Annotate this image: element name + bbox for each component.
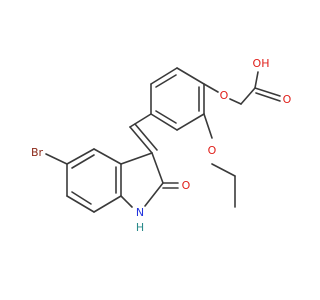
bond — [144, 182, 164, 207]
molecule-canvas: Br O N H O O O OH — [30, 57, 292, 234]
bond — [120, 195, 133, 208]
bond — [254, 71, 259, 89]
atom-label-ethoxy-oxygen: O — [208, 144, 217, 157]
bond — [176, 113, 205, 131]
bond — [66, 148, 95, 165]
bond — [66, 195, 95, 213]
atom-label-carbonyl-oxygen: O — [182, 179, 191, 192]
bond — [93, 195, 122, 213]
atom-label-bromine: Br — [31, 146, 44, 159]
atom-label-nitrogen-hydrogen: H — [136, 221, 144, 234]
bond — [129, 126, 153, 154]
atom-label-ether-oxygen: O — [220, 89, 229, 102]
structure-diagram: Br O N H O O O OH — [31, 57, 292, 234]
bond — [45, 153, 68, 165]
atom-labels: Br O N H O O O OH — [31, 57, 292, 234]
atom-label-nitrogen: N — [136, 206, 144, 219]
bond — [150, 67, 178, 85]
bond — [71, 154, 95, 169]
bond — [120, 152, 153, 165]
bond — [150, 113, 178, 131]
bond — [229, 98, 242, 105]
bond — [240, 87, 256, 105]
bond — [203, 113, 213, 139]
bond — [211, 163, 236, 177]
bond — [93, 148, 122, 165]
bond — [176, 67, 205, 85]
bond — [129, 113, 152, 128]
bond — [155, 74, 177, 88]
bond — [155, 110, 177, 124]
bond — [254, 87, 281, 97]
bond — [151, 152, 164, 184]
atom-label-hydroxyl: OH — [253, 57, 270, 70]
bonds — [45, 67, 281, 213]
atom-label-acid-carbonyl-oxygen: O — [283, 93, 292, 106]
bond — [203, 83, 219, 93]
bond — [134, 123, 158, 151]
bond — [255, 92, 281, 102]
bond — [71, 191, 92, 205]
